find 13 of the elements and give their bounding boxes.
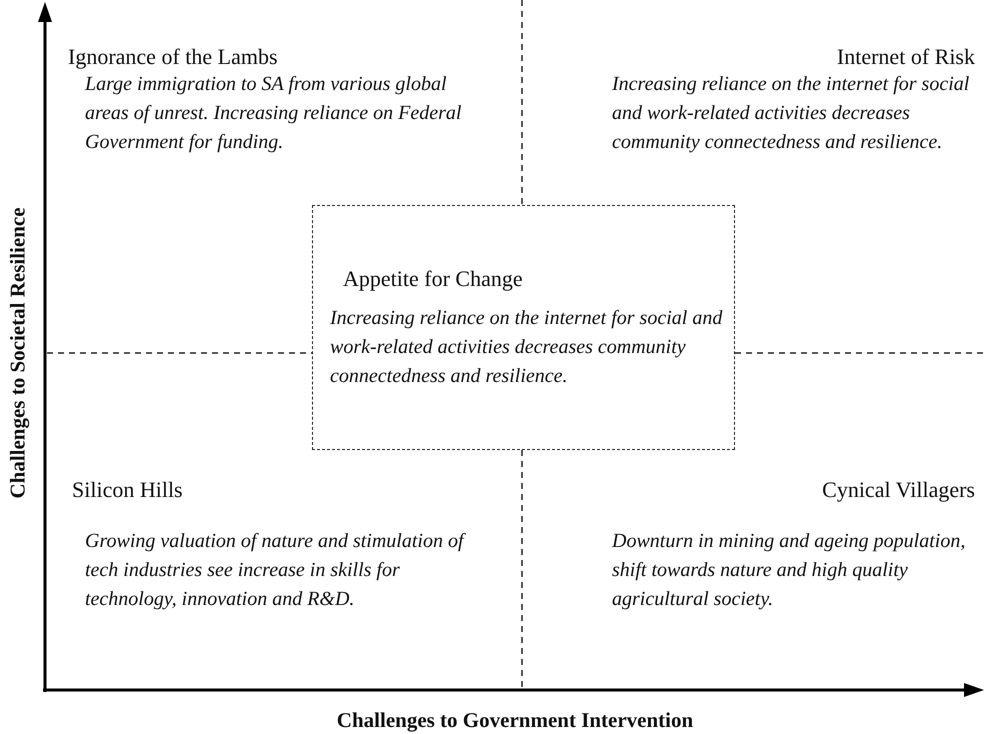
axis-label: Challenges to Societal Resilience [6,207,30,499]
scenario-description: Increasing reliance on the internet for social and work-related activities decreases community connectedness and resilience. [330,306,724,389]
scenario-title: Appetite for Change [343,266,523,292]
axis-label: Challenges to Government Intervention [336,708,694,733]
scenario-title: Cynical Villagers [822,477,975,503]
scenario-description: Downturn in mining and ageing population, shift towards nature and high quality agricultural society. [612,529,966,612]
scenario-title: Internet of Risk [836,44,975,70]
scenario-title: Silicon Hills [72,477,183,503]
scenario-description: Large immigration to SA from various global areas of unrest. Increasing reliance on Federal Government for funding. [85,72,462,155]
dashed-box [312,205,735,450]
scenario-title: Ignorance of the Lambs [68,44,278,70]
scenario-description: Growing valuation of nature and stimulation of tech industries see increase in skills for technology, innovation and R&D. [85,529,467,612]
scenario-description: Increasing reliance on the internet for social and work-related activities decreases community connectedness and resilience. [612,72,970,155]
